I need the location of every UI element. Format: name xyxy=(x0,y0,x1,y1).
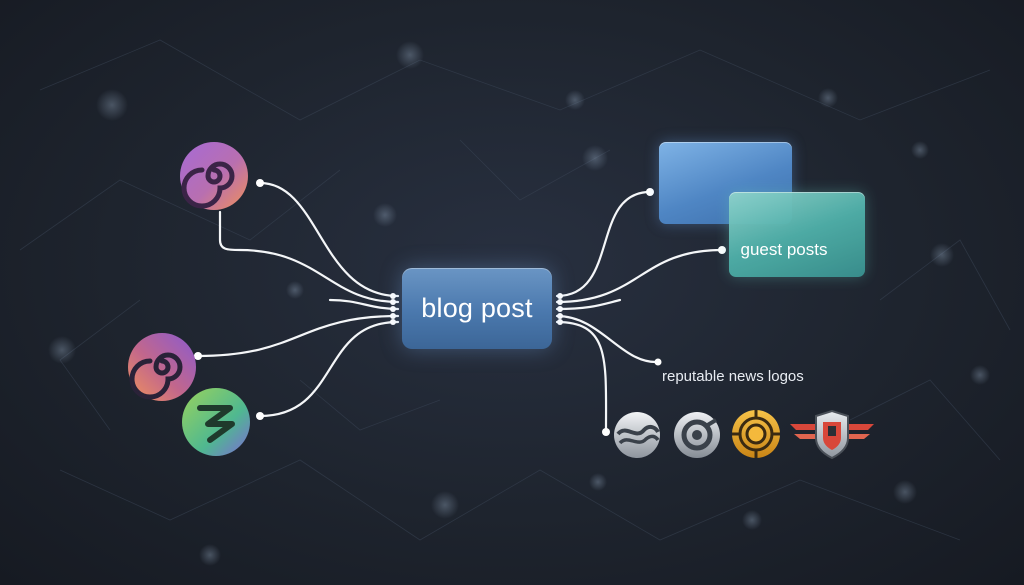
wire-left-1 xyxy=(258,181,400,298)
guest-post-card-front xyxy=(729,192,865,277)
wire-left-4 xyxy=(258,320,400,418)
wire-right-3 xyxy=(555,314,658,364)
wave-logo-icon xyxy=(612,410,662,460)
wire-right-1 xyxy=(555,190,652,298)
wire-right-5 xyxy=(555,298,622,311)
ring-logo-icon xyxy=(672,410,722,460)
swirl-icon xyxy=(126,330,198,404)
target-logo-icon xyxy=(730,408,782,460)
blog-post-node: blog post xyxy=(402,268,552,349)
winged-shield-logo-icon xyxy=(788,408,876,460)
wire-left-3 xyxy=(196,314,400,358)
wire-right-4 xyxy=(555,320,608,432)
zigzag-icon xyxy=(180,386,252,458)
wire-left-2 xyxy=(218,210,400,304)
wire-right-2 xyxy=(555,248,724,304)
swirl-icon xyxy=(178,140,250,212)
news-logos-label: reputable news logos xyxy=(662,368,804,385)
guest-posts-label: guest posts xyxy=(740,240,828,259)
blog-post-label: blog post xyxy=(421,293,533,323)
